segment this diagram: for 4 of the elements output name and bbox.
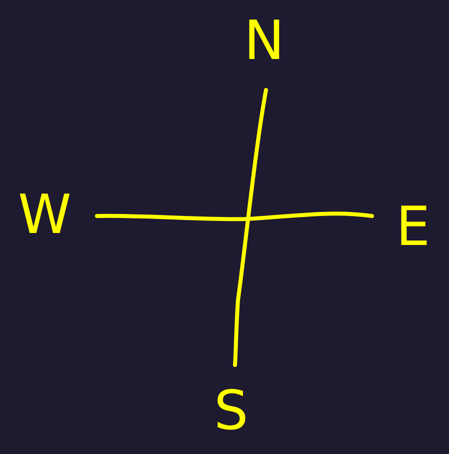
- east-label: E: [396, 200, 430, 254]
- south-label: S: [214, 384, 248, 438]
- west-label: W: [18, 188, 72, 242]
- north-label: N: [244, 14, 284, 68]
